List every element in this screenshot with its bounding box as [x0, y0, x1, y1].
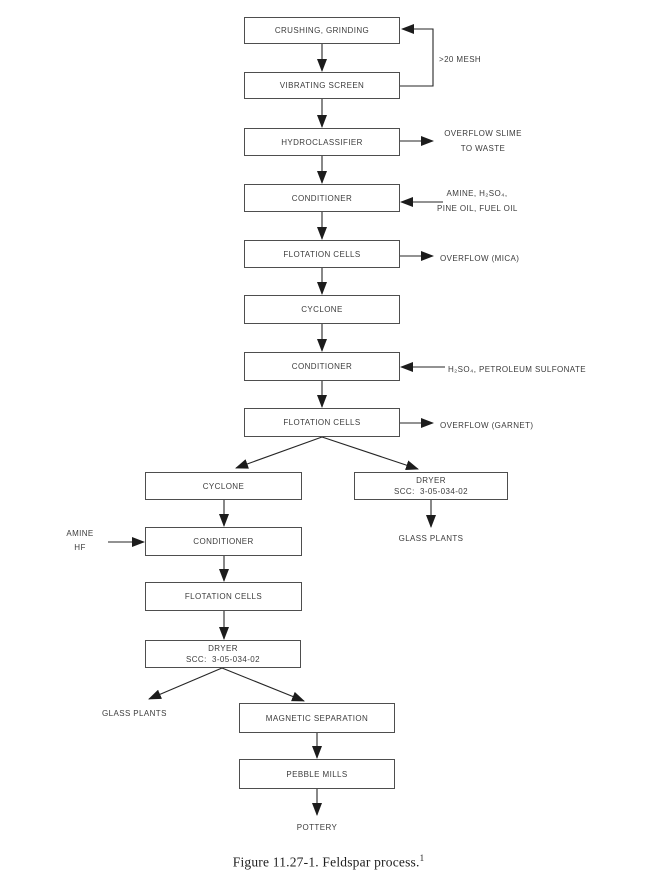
annotation-glass-plants-left: GLASS PLANTS [102, 709, 167, 718]
annotation-line: HF [74, 543, 86, 552]
figure-caption: Figure 11.27-1. Feldspar process.1 [0, 853, 657, 871]
figure-caption-text: Figure 11.27-1. Feldspar process. [232, 854, 420, 870]
annotation-overflow-mica: OVERFLOW (MICA) [440, 254, 520, 263]
annotation-amine-hf: AMINE HF [50, 527, 110, 555]
node-label: CONDITIONER [291, 362, 353, 371]
node-label: CRUSHING, GRINDING [274, 26, 370, 35]
node-conditioner-3: CONDITIONER [145, 527, 302, 556]
annotation-pottery: POTTERY [296, 823, 338, 832]
node-label: FLOTATION CELLS [184, 592, 263, 601]
node-hydroclassifier: HYDROCLASSIFIER [244, 128, 400, 156]
recycle-loop-20mesh [400, 24, 434, 87]
node-label: CONDITIONER [193, 537, 254, 546]
node-flotation-cells-1: FLOTATION CELLS [244, 240, 400, 268]
node-magnetic-separation: MAGNETIC SEPARATION [239, 703, 395, 733]
node-label: CYCLONE [202, 481, 245, 491]
node-pebble-mills: PEBBLE MILLS [239, 759, 395, 789]
node-label: PEBBLE MILLS [286, 769, 348, 779]
node-conditioner-1: CONDITIONER [244, 184, 400, 212]
node-crushing-grinding: CRUSHING, GRINDING [244, 17, 400, 44]
node-dryer-2: DRYER SCC: 3-05-034-02 [145, 640, 301, 668]
node-label: DRYER [208, 644, 238, 653]
annotation-conditioner1-reagents: AMINE, H₂SO₄, PINE OIL, FUEL OIL [437, 186, 517, 216]
annotation-line: AMINE [66, 529, 94, 538]
node-label: VIBRATING SCREEN [279, 81, 365, 90]
node-cyclone-1: CYCLONE [244, 295, 400, 324]
annotation-overflow-slime: OVERFLOW SLIME TO WASTE [437, 126, 529, 156]
annotation-glass-plants-right: GLASS PLANTS [398, 534, 464, 543]
annotation-line: PINE OIL, FUEL OIL [437, 204, 518, 213]
node-conditioner-2: CONDITIONER [244, 352, 400, 381]
node-label: CYCLONE [301, 305, 343, 314]
node-cyclone-2: CYCLONE [145, 472, 302, 500]
node-label: FLOTATION CELLS [283, 249, 361, 259]
node-label: CONDITIONER [291, 193, 353, 203]
arrow-flotation2-to-cyclone2 [235, 436, 323, 469]
annotation-line: AMINE, H₂SO₄, [446, 189, 508, 198]
node-flotation-cells-3: FLOTATION CELLS [145, 582, 302, 611]
node-vibrating-screen: VIBRATING SCREEN [244, 72, 400, 99]
node-label: DRYER [416, 476, 446, 485]
node-scc-code: SCC: 3-05-034-02 [394, 487, 468, 496]
node-label: FLOTATION CELLS [283, 418, 361, 427]
node-dryer-1: DRYER SCC: 3-05-034-02 [354, 472, 508, 500]
annotation-conditioner2-reagents: H₂SO₄, PETROLEUM SULFONATE [448, 365, 586, 374]
annotation-overflow-garnet: OVERFLOW (GARNET) [440, 421, 534, 430]
annotation-20-mesh: >20 MESH [439, 55, 482, 64]
arrow-dryer2-to-glass-plants [148, 667, 223, 700]
annotation-line: OVERFLOW SLIME [444, 129, 522, 138]
node-scc-code: SCC: 3-05-034-02 [186, 655, 260, 664]
annotation-line: TO WASTE [460, 144, 506, 153]
arrow-flotation2-to-dryer1 [321, 436, 419, 470]
node-label: HYDROCLASSIFIER [281, 137, 363, 147]
figure-caption-footnote: 1 [419, 853, 425, 863]
node-flotation-cells-2: FLOTATION CELLS [244, 408, 400, 437]
node-label: MAGNETIC SEPARATION [265, 713, 369, 723]
arrow-dryer2-to-magnetic [221, 667, 305, 702]
